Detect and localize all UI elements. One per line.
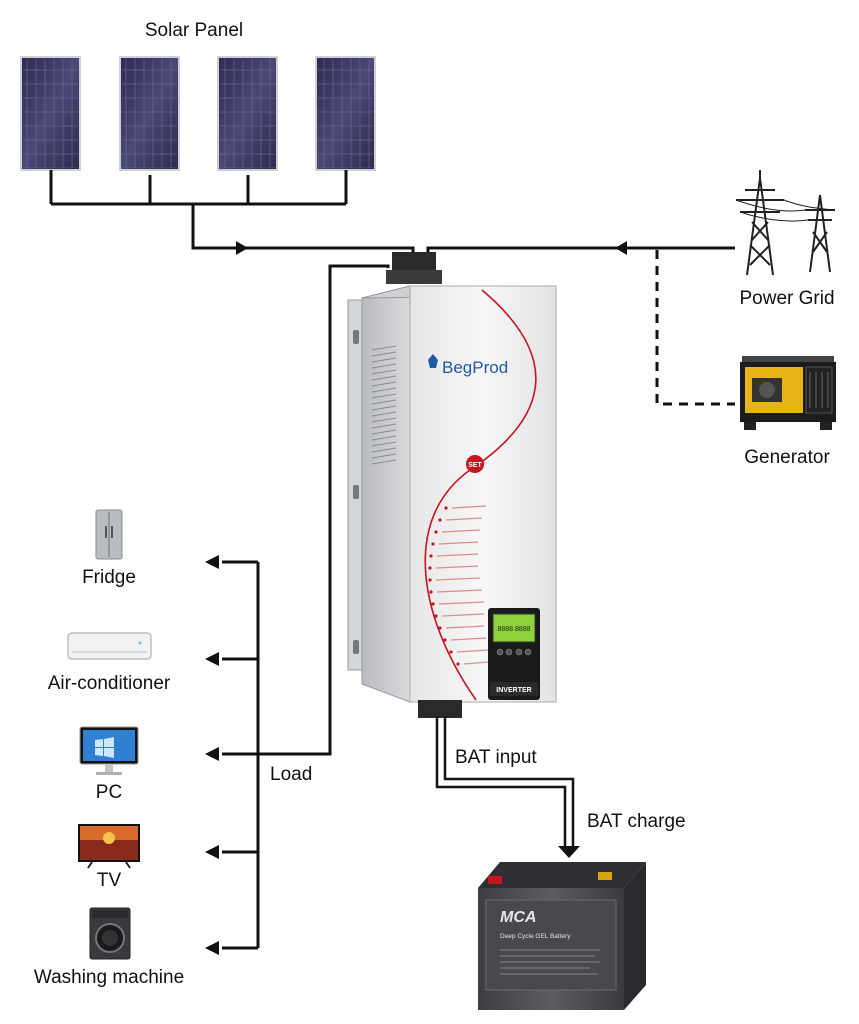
inverter-model-label: INVERTER	[496, 687, 531, 694]
solar-panel-label: Solar Panel	[145, 20, 243, 41]
load-item-tv: TV	[97, 870, 122, 891]
bat-input-label: BAT input	[455, 747, 537, 768]
lcd-readout: 8888 8888	[497, 626, 530, 633]
inverter-brand: BegProd	[442, 358, 508, 377]
battery-brand: MCA	[500, 909, 536, 926]
air-conditioner-icon	[67, 632, 152, 660]
load-arrows	[205, 555, 219, 955]
washing-machine-icon	[89, 907, 131, 960]
tv-icon	[78, 824, 140, 869]
battery-flow-arrow	[558, 846, 580, 858]
battery-wiring	[435, 716, 575, 846]
load-item-pc: PC	[96, 782, 122, 803]
solar-panel-icon	[20, 56, 376, 171]
brand-logo-icon	[428, 354, 438, 368]
solar-flow-arrow	[236, 241, 248, 255]
generator-label: Generator	[744, 447, 830, 468]
set-button-label: SET	[468, 462, 482, 469]
bat-charge-label: BAT charge	[587, 811, 686, 832]
fridge-icon	[95, 509, 123, 560]
generator-icon	[740, 356, 836, 430]
load-item-washing-machine: Washing machine	[34, 967, 184, 988]
load-wiring	[222, 264, 390, 950]
load-label: Load	[270, 764, 312, 785]
generator-link	[655, 250, 735, 406]
power-grid-label: Power Grid	[739, 288, 834, 309]
battery-type: Deep Cycle GEL Battery	[500, 933, 571, 940]
battery-icon: MCA Deep Cycle GEL Battery	[478, 862, 646, 1010]
pc-icon	[79, 726, 139, 775]
grid-wiring	[426, 246, 735, 268]
load-item-fridge: Fridge	[82, 567, 136, 588]
power-tower-icon	[735, 170, 836, 276]
load-item-air-conditioner: Air-conditioner	[48, 673, 171, 694]
solar-wiring	[49, 170, 415, 268]
grid-flow-arrow	[615, 241, 627, 255]
inverter-icon: SET BegProd 8888 8888 INVERTER	[347, 252, 557, 718]
